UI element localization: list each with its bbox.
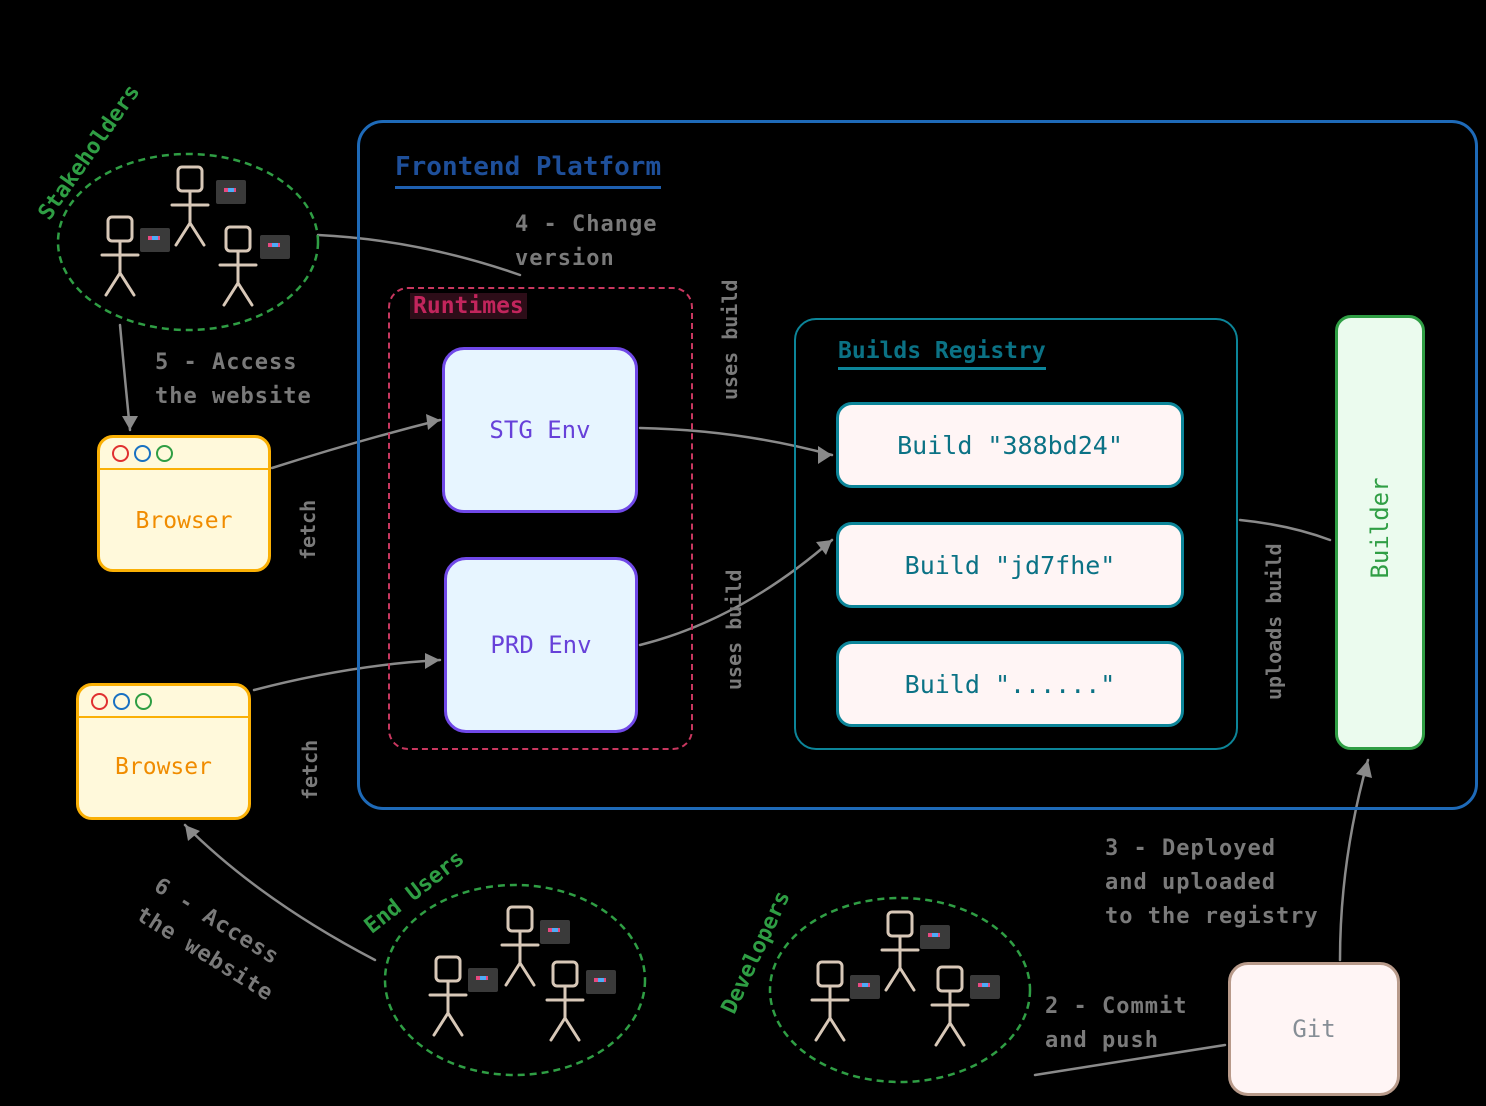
platform-title: Frontend Platform [395,152,662,189]
browser-window-2[interactable]: Browser [76,683,251,820]
minimize-dot-icon [113,693,130,710]
frontend-platform-container [357,120,1478,810]
builds-registry-container [794,318,1238,750]
close-dot-icon [112,445,129,462]
developers-people-icon [810,910,1000,1047]
note-change-version: 4 - Change version [515,212,658,271]
close-dot-icon [91,693,108,710]
prd-env-box[interactable]: PRD Env [444,557,638,733]
browser-label: Browser [135,508,233,534]
browser-label: Browser [115,754,212,780]
runtimes-container [388,287,693,750]
build-box-388bd24[interactable]: Build "388bd24" [836,402,1184,488]
stakeholders-people-icon [100,165,290,307]
end-users-people-icon [428,905,616,1042]
runtimes-title: Runtimes [410,293,527,319]
note-commit-push: 2 - Commit and push [1045,994,1188,1053]
stakeholders-ellipse [56,152,320,332]
git-box[interactable]: Git [1228,962,1400,1096]
developers-ellipse [768,896,1032,1084]
note-deployed-uploaded: 3 - Deployed and uploaded to the registr… [1105,836,1319,929]
build-box-ellipsis[interactable]: Build "......" [836,641,1184,727]
build-box-jd7fhe[interactable]: Build "jd7fhe" [836,522,1184,608]
browser-window-1[interactable]: Browser [97,435,271,572]
registry-title: Builds Registry [838,338,1046,370]
browser-titlebar [79,686,248,718]
stg-env-box[interactable]: STG Env [442,347,638,513]
note-access-website-stakeholders: 5 - Access the website [155,350,312,409]
browser-titlebar [100,438,268,470]
maximize-dot-icon [135,693,152,710]
minimize-dot-icon [134,445,151,462]
end-users-ellipse [383,883,647,1077]
builder-box[interactable] [1335,315,1425,750]
maximize-dot-icon [156,445,173,462]
